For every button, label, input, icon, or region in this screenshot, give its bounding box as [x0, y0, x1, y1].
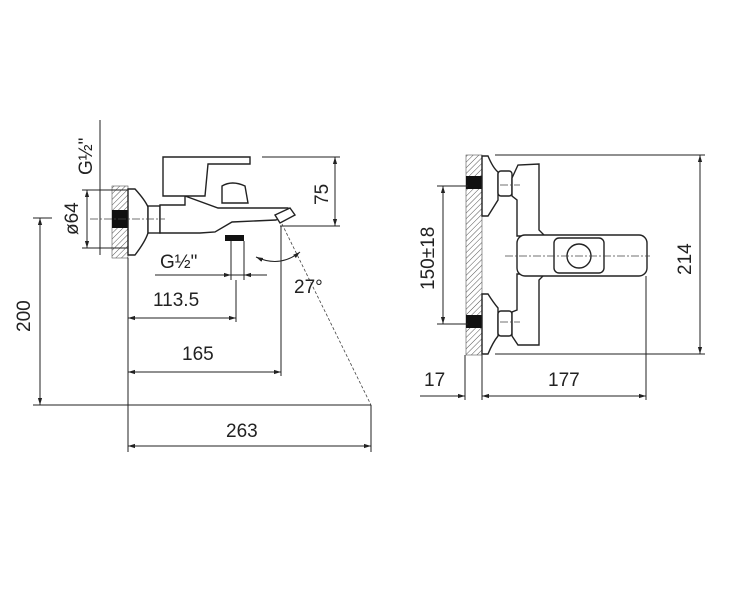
lower-connector [466, 315, 482, 328]
dim-75-label: 75 [312, 184, 333, 205]
angle-line [281, 223, 372, 406]
dim-150-label: 150±18 [418, 227, 439, 290]
outlet-connector [225, 235, 244, 241]
front-view: 214 150±18 17 177 [418, 154, 705, 400]
lower-nut [497, 310, 513, 337]
lower-escutcheon [481, 293, 499, 355]
lever-handle [162, 156, 251, 197]
dim-165-label: 165 [182, 344, 214, 365]
dim-177-label: 177 [548, 370, 580, 391]
upper-connector [466, 176, 482, 189]
thread-outlet-label: G½" [160, 252, 197, 273]
upper-escutcheon [481, 155, 499, 217]
dim-17-label: 17 [424, 370, 445, 391]
upper-nut [497, 170, 513, 197]
side-view: ø64 G½" 75 G½" 27° 113.5 165 200 263 [14, 120, 372, 452]
wall-hatch-front [465, 154, 483, 356]
nut [147, 205, 161, 234]
body-upper [511, 163, 547, 237]
spout-aerator [273, 207, 297, 224]
diverter-knob [221, 182, 249, 204]
escutcheon [127, 188, 149, 256]
dim-263-label: 263 [226, 421, 258, 442]
angle-label: 27° [294, 277, 323, 298]
dim-200-label: 200 [14, 300, 35, 332]
dim-113-5-label: 113.5 [153, 290, 199, 311]
body-lower [511, 273, 547, 346]
thread-top-label: G½" [76, 138, 97, 175]
diameter-label: ø64 [62, 202, 83, 235]
dim-214-label: 214 [675, 243, 696, 275]
